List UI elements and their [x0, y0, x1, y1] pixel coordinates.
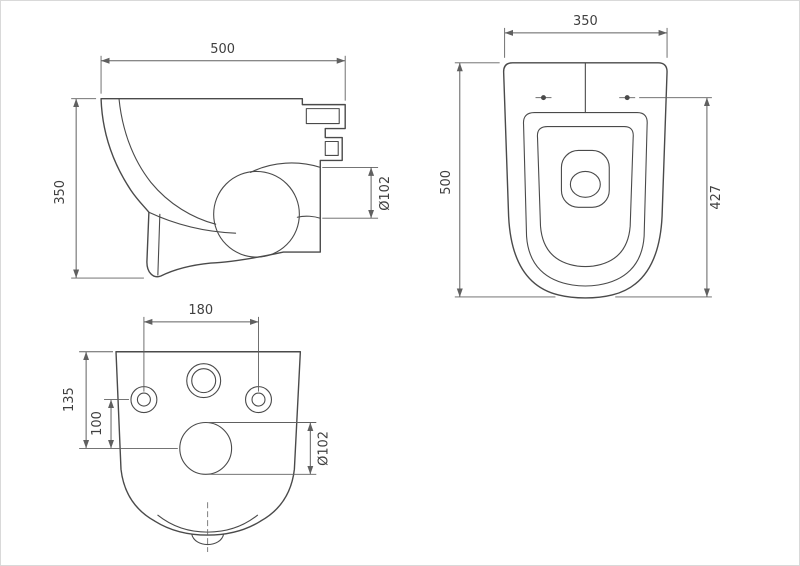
back-top-to-drain-dimension: 135 [62, 351, 178, 449]
top-drain-outline [560, 149, 610, 208]
top-holes-to-front-dimension: 427 [615, 97, 724, 298]
top-rim-outline [522, 112, 648, 287]
seat-hole-left [541, 95, 546, 101]
side-outlet-diameter-dimension: Ø102 [322, 166, 393, 219]
side-inlet-boss-detail [305, 108, 340, 125]
fixing-hole-right-inner [251, 392, 266, 407]
top-depth-dimension: 500 [439, 62, 556, 298]
side-inner-bowl-line [118, 98, 217, 225]
back-view: 180 135 100 Ø102 [62, 303, 331, 553]
side-height-dim-label: 350 [53, 180, 68, 205]
fixing-hole-left-inner [136, 392, 151, 407]
back-trap-bottom-arc [191, 533, 225, 546]
back-hole-spacing-dimension: 180 [143, 303, 259, 392]
top-width-dimension: 350 [504, 14, 668, 58]
back-holes-to-drain-dimension: 100 [90, 399, 129, 449]
side-outlet-diameter-dim-label: Ø102 [378, 176, 393, 211]
top-depth-dim-label: 500 [439, 170, 454, 195]
side-trap-circle [213, 170, 300, 258]
back-hole-spacing-dim-label: 180 [188, 303, 213, 318]
side-outline [100, 97, 346, 278]
side-view: 500 350 Ø102 [53, 42, 393, 279]
top-drain-inner [569, 170, 601, 198]
back-drain-diameter-dimension: Ø102 [208, 422, 331, 475]
back-holes-to-drain-dim-label: 100 [90, 411, 105, 436]
top-bowl-opening [536, 126, 634, 268]
side-height-dimension: 350 [53, 98, 144, 279]
side-depth-dim-label: 500 [210, 42, 235, 57]
seat-hole-right [624, 95, 630, 101]
side-rim-bottom-line [148, 211, 237, 234]
side-inlet-boss-detail [324, 140, 339, 157]
top-view: 350 500 427 [439, 14, 724, 299]
side-depth-dimension: 500 [100, 42, 346, 101]
top-outline [502, 62, 668, 299]
top-width-dim-label: 350 [573, 14, 598, 29]
drain-circle [179, 421, 233, 475]
water-inlet-outer [186, 363, 222, 399]
side-foot-inner-line [157, 213, 161, 276]
top-holes-to-front-dim-label: 427 [709, 185, 724, 210]
back-top-to-drain-dim-label: 135 [62, 387, 77, 412]
side-outlet-top-line [249, 162, 321, 173]
water-inlet-inner [191, 368, 217, 394]
side-outlet-bottom-line [296, 215, 321, 219]
back-drain-diameter-dim-label: Ø102 [316, 431, 331, 466]
